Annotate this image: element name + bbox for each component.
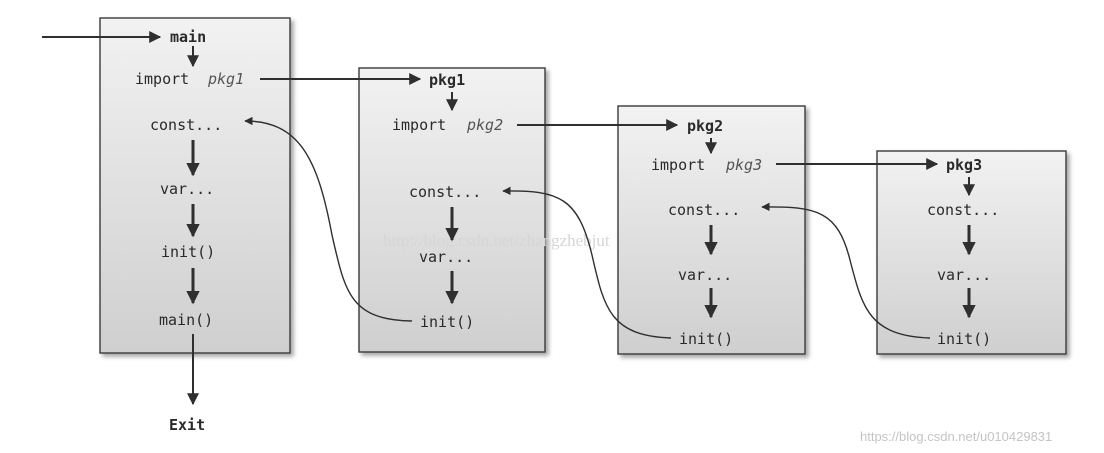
- pkg2-title: pkg2: [687, 117, 723, 135]
- pkg2-import-target: pkg3: [725, 156, 762, 174]
- pkg3-box: [876, 150, 1067, 355]
- main-import-keyword: import: [135, 70, 189, 88]
- corner-watermark: https://blog.csdn.net/u010429831: [860, 429, 1052, 444]
- pkg3-const-label: const...: [927, 201, 999, 219]
- return-curve-pkg3-to-pkg2: [761, 202, 931, 339]
- pkg2-init-label: init(): [679, 330, 733, 348]
- pkg1-var-label: var...: [419, 248, 473, 266]
- center-watermark: http://blog.csdn.net/zhangzhebjut: [383, 231, 610, 250]
- pkg2-import-keyword: import: [651, 156, 705, 174]
- pkg2-const-label: const...: [668, 201, 740, 219]
- pkg2-var-label: var...: [678, 266, 732, 284]
- pkg1-import-target: pkg2: [466, 116, 503, 134]
- exit-label: Exit: [169, 416, 205, 434]
- pkg1-const-label: const...: [409, 183, 481, 201]
- main-init-label: init(): [161, 243, 215, 261]
- return-curve-pkg1-to-main: [244, 116, 413, 322]
- pkg3-var-label: var...: [937, 266, 991, 284]
- pkg3-title: pkg3: [946, 156, 982, 174]
- pkg3-init-label: init(): [937, 330, 991, 348]
- entry-main-label: main: [170, 28, 206, 46]
- main-import-target: pkg1: [207, 70, 244, 88]
- pkg1-import-keyword: import: [392, 116, 446, 134]
- main-var-label: var...: [160, 180, 214, 198]
- return-curve-pkg2-to-pkg1: [502, 186, 672, 339]
- main-main-label: main(): [159, 311, 213, 329]
- pkg1-title: pkg1: [429, 71, 465, 89]
- pkg1-init-label: init(): [420, 313, 474, 331]
- main-const-label: const...: [150, 116, 222, 134]
